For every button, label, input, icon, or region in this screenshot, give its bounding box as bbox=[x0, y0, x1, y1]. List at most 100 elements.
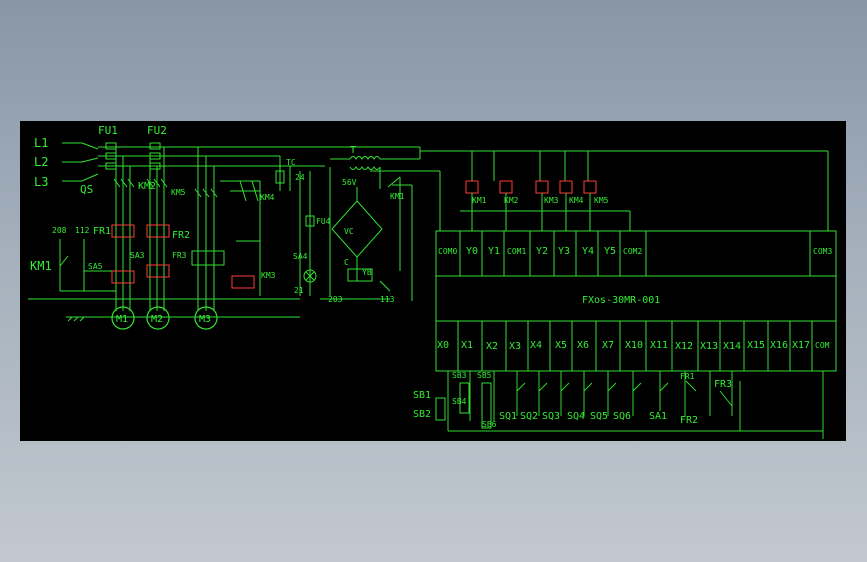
switch-qs-label: QS bbox=[80, 183, 93, 196]
in-x15: X15 bbox=[747, 340, 765, 351]
svg-text:56V: 56V bbox=[342, 178, 357, 187]
km-contact-label: KM1 bbox=[390, 192, 405, 201]
cad-drawing-canvas[interactable]: L1 L2 L3 FU1 FU2 QS bbox=[20, 121, 846, 441]
in-x10: X10 bbox=[625, 340, 643, 351]
line-l2-label: L2 bbox=[34, 155, 48, 169]
fuse-fu1-label: FU1 bbox=[98, 124, 118, 137]
ground-symbol bbox=[66, 316, 300, 322]
node-112: 112 bbox=[75, 226, 90, 235]
line-l3-label: L3 bbox=[34, 175, 48, 189]
coil-km5-label: KM5 bbox=[594, 196, 609, 205]
fuse-fu2-label: FU2 bbox=[147, 124, 167, 137]
fu4-label: FU4 bbox=[316, 217, 331, 226]
coil-km2-label: KM2 bbox=[504, 196, 519, 205]
out-com2: COM2 bbox=[623, 247, 642, 256]
svg-text:M1: M1 bbox=[116, 314, 128, 325]
out-y4: Y4 bbox=[582, 246, 594, 257]
sw-sq5: SQ5 bbox=[590, 411, 608, 422]
km3-label: KM3 bbox=[261, 271, 276, 280]
in-x4: X4 bbox=[530, 340, 542, 351]
electrical-schematic: L1 L2 L3 FU1 FU2 QS bbox=[28, 124, 837, 439]
out-y0: Y0 bbox=[466, 246, 478, 257]
in-x16: X16 bbox=[770, 340, 788, 351]
in-x5: X5 bbox=[555, 340, 567, 351]
fr2-label: FR2 bbox=[172, 230, 190, 241]
svg-text:T: T bbox=[350, 145, 356, 156]
svg-text:113: 113 bbox=[380, 295, 395, 304]
out-y5: Y5 bbox=[604, 246, 616, 257]
fr1-label: FR1 bbox=[93, 226, 111, 237]
svg-text:203: 203 bbox=[328, 295, 343, 304]
coil-km1-label: KM1 bbox=[472, 196, 487, 205]
sw-sa1: SA1 bbox=[649, 411, 667, 422]
sw-sq2: SQ2 bbox=[520, 411, 538, 422]
sa3-label: SA3 bbox=[130, 251, 145, 260]
in-x3: X3 bbox=[509, 341, 521, 352]
sw-sq1: SQ1 bbox=[499, 411, 517, 422]
svg-text:VC: VC bbox=[344, 227, 354, 236]
transformer-t: T 56V bbox=[329, 145, 421, 296]
km1-control-branch bbox=[28, 239, 300, 300]
in-x11: X11 bbox=[650, 340, 668, 351]
motor-m2: M2 bbox=[146, 306, 170, 330]
plc-input-labels: X0 X1 X2 X3 X4 X5 X6 X7 X10 X11 X12 X13 … bbox=[437, 340, 830, 352]
in-x12: X12 bbox=[675, 341, 693, 352]
plc-input-switches bbox=[435, 371, 824, 439]
sw-sb3: SB3 bbox=[452, 371, 467, 380]
control-link-to-plc: KM1 bbox=[370, 150, 829, 301]
sw-sq4: SQ4 bbox=[567, 411, 585, 422]
in-x1: X1 bbox=[461, 340, 473, 351]
motor-m1-branch bbox=[111, 147, 135, 311]
bridge-rectifier-vc: VC C YB 203 113 bbox=[320, 187, 395, 304]
km5-label: KM5 bbox=[171, 188, 186, 197]
in-x7: X7 bbox=[602, 340, 614, 351]
plc-output-coils: KM1 KM2 KM3 KM4 KM5 bbox=[460, 151, 631, 231]
plc-switch-labels: SB1 SB2 SB3 SB4 SB5 SB6 SQ1 SQ2 SQ3 SQ4 … bbox=[413, 371, 732, 429]
sw-sb6: SB6 bbox=[482, 420, 497, 429]
km1-coil-label: KM1 bbox=[30, 259, 52, 273]
in-x0: X0 bbox=[437, 340, 449, 351]
out-y2: Y2 bbox=[536, 246, 548, 257]
line-l1-label: L1 bbox=[34, 136, 48, 150]
in-x2: X2 bbox=[486, 341, 498, 352]
motor-m3: M3 bbox=[194, 306, 218, 330]
motor-m1: M1 bbox=[111, 306, 135, 330]
sa4-label: SA4 bbox=[293, 252, 308, 261]
svg-text:21: 21 bbox=[294, 286, 304, 295]
plc-model-label: FXos-30MR-001 bbox=[582, 295, 660, 306]
svg-text:YB: YB bbox=[362, 268, 372, 277]
fr3-label: FR3 bbox=[172, 251, 187, 260]
out-y3: Y3 bbox=[558, 246, 570, 257]
svg-text:M3: M3 bbox=[199, 314, 211, 325]
sw-fr2: FR2 bbox=[680, 415, 698, 426]
sw-sq6: SQ6 bbox=[613, 411, 631, 422]
sa5-label: SA5 bbox=[88, 262, 103, 271]
coil-km4-label: KM4 bbox=[569, 196, 584, 205]
sw-sb4: SB4 bbox=[452, 397, 467, 406]
control-transformer: TC 24 FU4 SA4 21 bbox=[275, 156, 331, 296]
km2-label: KM2 bbox=[138, 181, 156, 192]
in-x14: X14 bbox=[723, 341, 741, 352]
sw-sb2: SB2 bbox=[413, 409, 431, 420]
motor-m3-branch bbox=[191, 147, 261, 311]
plc-body bbox=[435, 230, 837, 372]
out-com3: COM3 bbox=[813, 247, 832, 256]
in-x6: X6 bbox=[577, 340, 589, 351]
in-com: COM bbox=[815, 341, 830, 350]
node-208: 208 bbox=[52, 226, 67, 235]
sw-sb5: SB5 bbox=[477, 371, 492, 380]
sw-fr3: FR3 bbox=[714, 379, 732, 390]
sw-fr1: FR1 bbox=[680, 372, 695, 381]
out-com1: COM1 bbox=[507, 247, 526, 256]
in-x17: X17 bbox=[792, 340, 810, 351]
plc-output-labels: COM0 Y0 Y1 COM1 Y2 Y3 Y4 Y5 COM2 COM3 bbox=[438, 246, 832, 257]
km4-label: KM4 bbox=[260, 193, 275, 202]
out-y1: Y1 bbox=[488, 246, 500, 257]
sw-sb1: SB1 bbox=[413, 390, 431, 401]
sw-sq3: SQ3 bbox=[542, 411, 560, 422]
svg-text:C: C bbox=[344, 258, 349, 267]
out-com0: COM0 bbox=[438, 247, 457, 256]
motor-m2-branch bbox=[146, 147, 170, 311]
svg-text:TC: TC bbox=[286, 158, 296, 167]
svg-text:M2: M2 bbox=[151, 314, 163, 325]
